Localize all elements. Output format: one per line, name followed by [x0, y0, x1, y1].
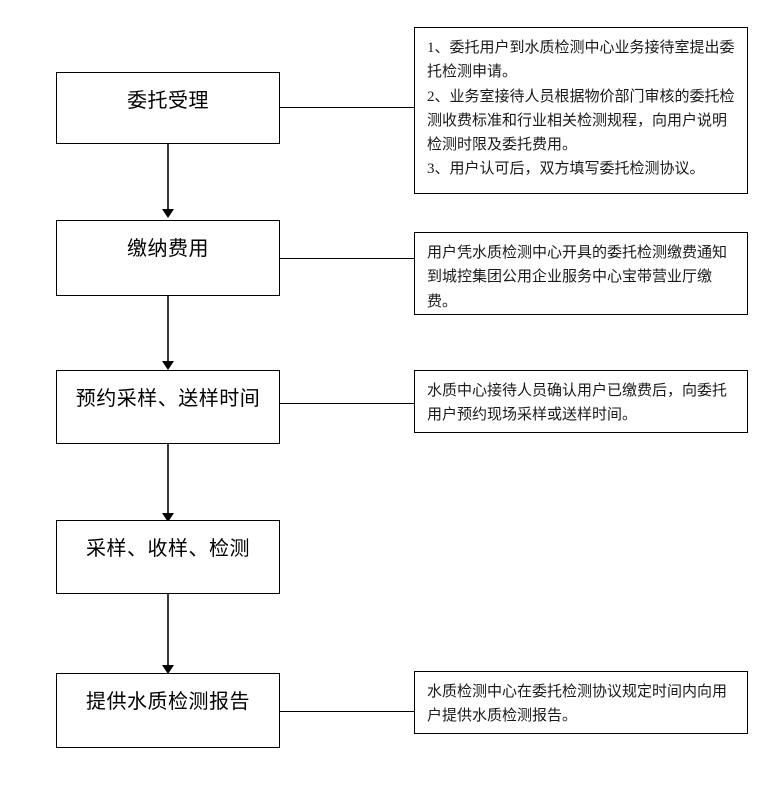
- connector-step-2-to-note-2: [280, 258, 414, 260]
- note-text-1: 1、委托用户到水质检测中心业务接待室提出委托检测申请。 2、业务室接待人员根据物…: [427, 40, 735, 178]
- step-box-1[interactable]: 委托受理: [56, 72, 280, 144]
- note-box-5[interactable]: 水质检测中心在委托检测协议规定时间内向用户提供水质检测报告。: [414, 671, 748, 734]
- note-box-1[interactable]: 1、委托用户到水质检测中心业务接待室提出委托检测申请。 2、业务室接待人员根据物…: [414, 27, 748, 194]
- step-label-4: 采样、收样、检测: [86, 538, 250, 560]
- note-box-3[interactable]: 水质中心接待人员确认用户已缴费后，向委托用户预约现场采样或送样时间。: [414, 370, 748, 433]
- step-label-1: 委托受理: [127, 90, 209, 112]
- step-label-3: 预约采样、送样时间: [75, 388, 261, 410]
- arrow-step-3-to-step-4: [161, 444, 175, 522]
- step-box-4[interactable]: 采样、收样、检测: [56, 520, 280, 594]
- note-text-2: 用户凭水质检测中心开具的委托检测缴费通知到城控集团公用企业服务中心宝带营业厅缴费…: [427, 245, 728, 310]
- step-box-3[interactable]: 预约采样、送样时间: [56, 370, 280, 444]
- arrow-step-4-to-step-5: [161, 594, 175, 674]
- connector-step-3-to-note-3: [280, 403, 414, 405]
- connector-step-1-to-note-1: [280, 107, 414, 109]
- step-box-2[interactable]: 缴纳费用: [56, 220, 280, 296]
- step-box-5[interactable]: 提供水质检测报告: [56, 673, 280, 748]
- note-text-5: 水质检测中心在委托检测协议规定时间内向用户提供水质检测报告。: [427, 684, 728, 725]
- arrow-step-2-to-step-3: [161, 296, 175, 370]
- note-text-3: 水质中心接待人员确认用户已缴费后，向委托用户预约现场采样或送样时间。: [427, 383, 728, 424]
- arrow-step-1-to-step-2: [161, 144, 175, 218]
- step-label-2: 缴纳费用: [127, 238, 209, 260]
- step-label-5: 提供水质检测报告: [86, 691, 250, 713]
- connector-step-5-to-note-5: [280, 711, 414, 713]
- note-box-2[interactable]: 用户凭水质检测中心开具的委托检测缴费通知到城控集团公用企业服务中心宝带营业厅缴费…: [414, 232, 748, 315]
